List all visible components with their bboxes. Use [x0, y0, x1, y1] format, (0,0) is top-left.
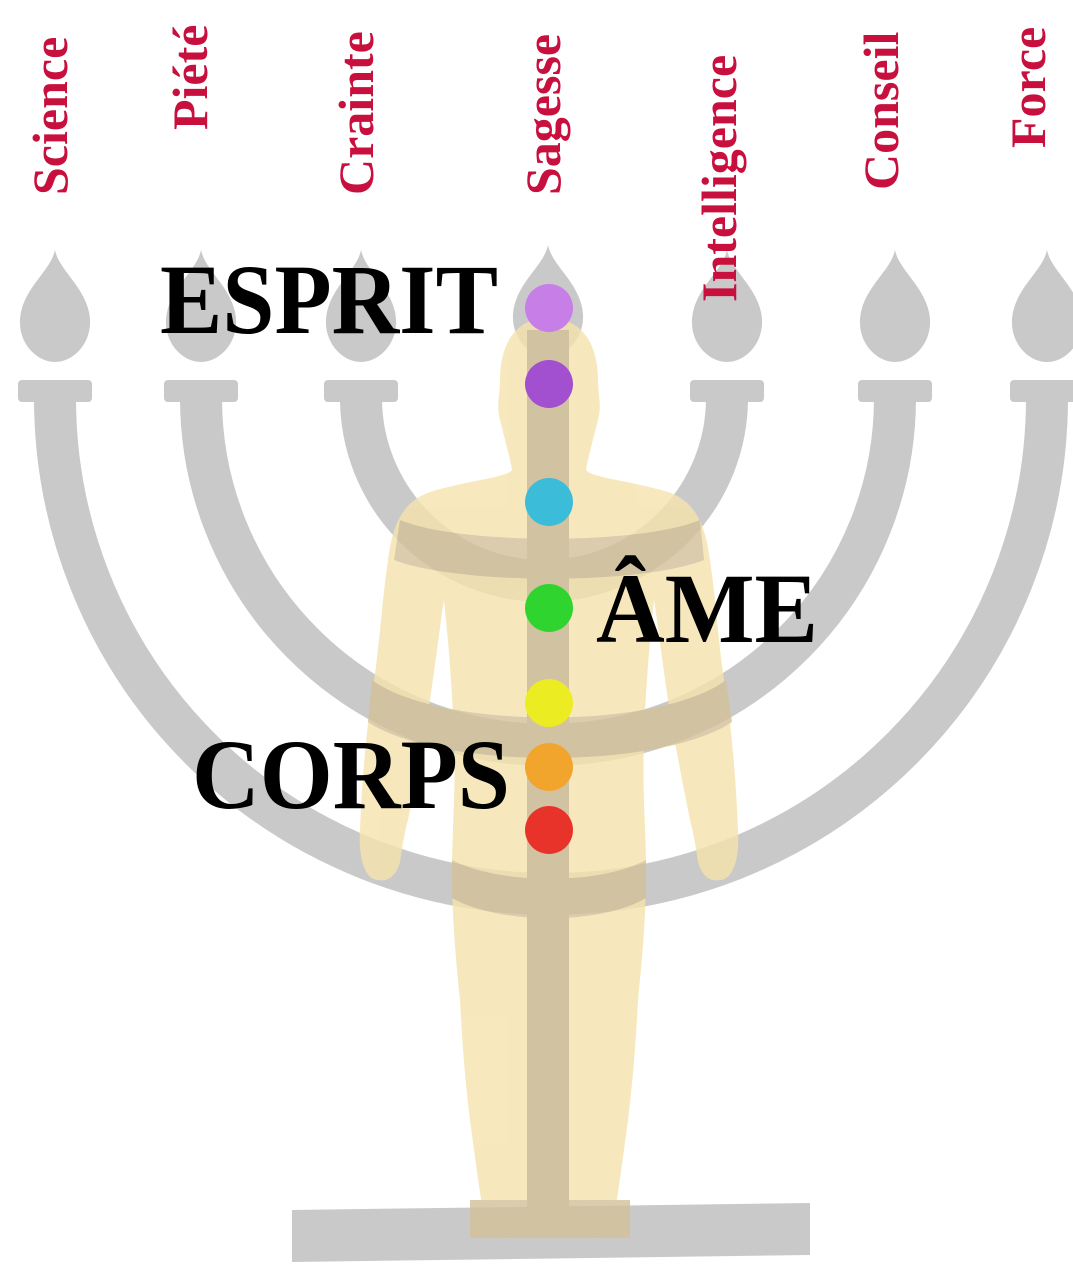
gift-label-sagesse: Sagesse: [515, 34, 571, 195]
gift-label-science: Science: [22, 37, 78, 195]
label-corps: CORPS: [192, 719, 510, 830]
gift-label-intelligence: Intelligence: [691, 55, 747, 302]
label-esprit: ESPRIT: [160, 244, 498, 355]
flame-icon: [860, 250, 930, 362]
flame-icon: [1012, 250, 1073, 362]
flame-icon: [20, 250, 90, 362]
gift-label-force: Force: [1000, 27, 1056, 148]
chakra-throat: [525, 478, 573, 526]
gift-label-crainte: Crainte: [328, 31, 384, 195]
chakra-heart: [525, 584, 573, 632]
chakra-solar-plexus: [525, 679, 573, 727]
chakra-sacral: [525, 743, 573, 791]
gift-label-piete: Piété: [162, 25, 218, 130]
label-ame: ÂME: [596, 553, 818, 664]
gift-label-conseil: Conseil: [853, 32, 909, 190]
chakra-crown: [525, 284, 573, 332]
chakra-root: [525, 806, 573, 854]
chakra-third-eye: [525, 360, 573, 408]
